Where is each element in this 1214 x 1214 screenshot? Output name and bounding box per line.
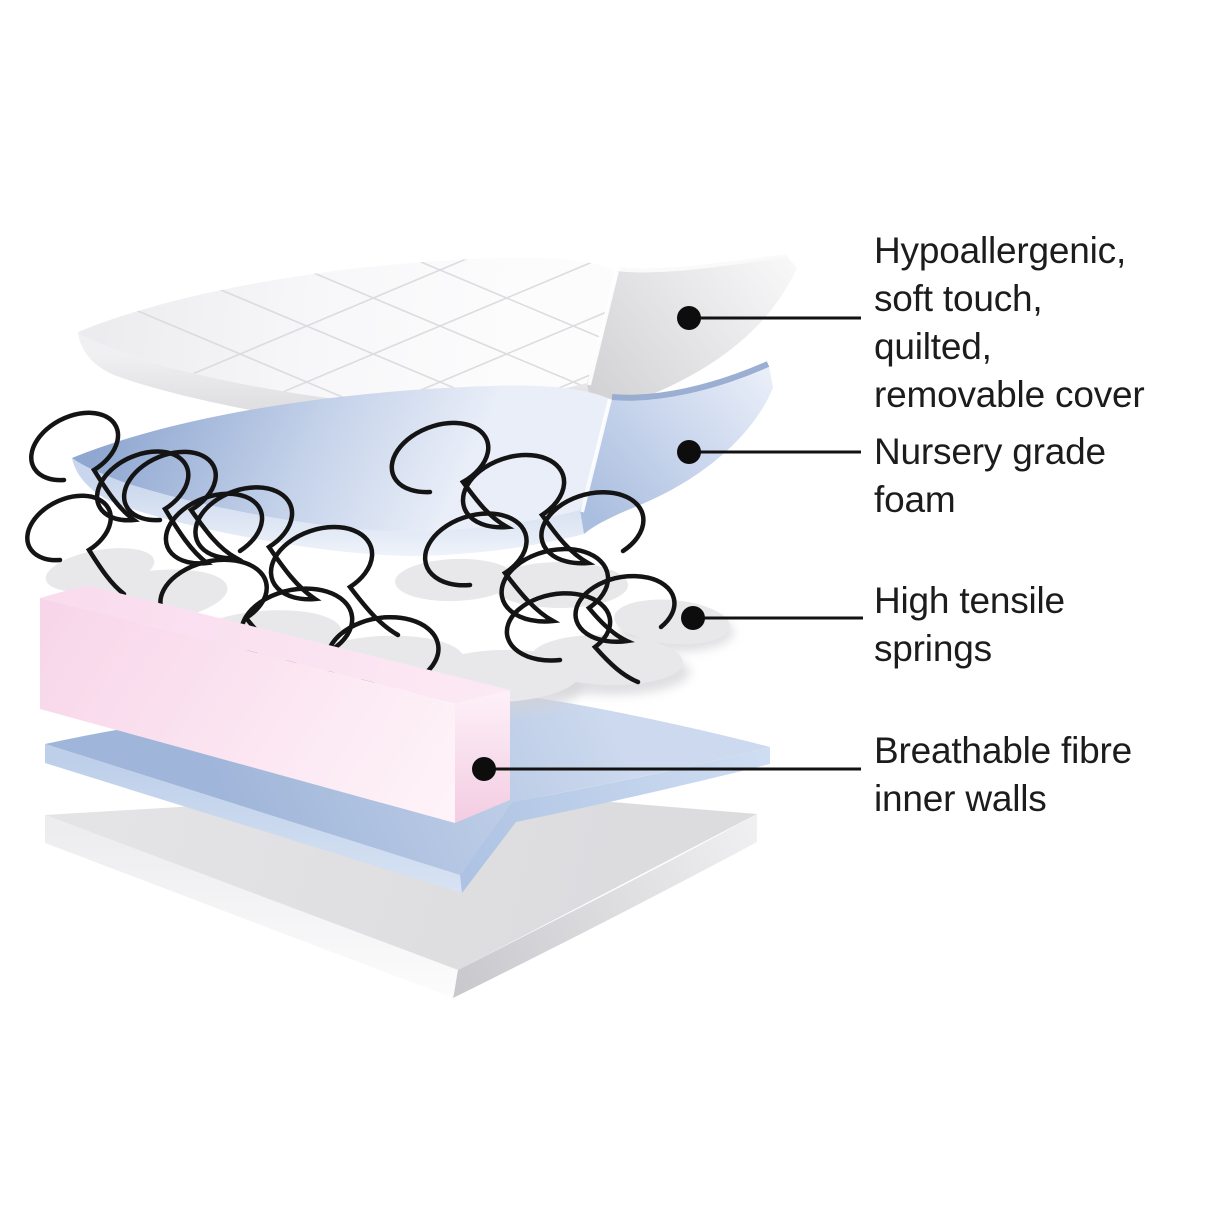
label-line: inner walls	[874, 778, 1047, 819]
label-breathable-inner-walls: Breathable fibre inner walls	[874, 727, 1214, 823]
spring-pad	[395, 558, 515, 602]
label-line: soft touch,	[874, 278, 1043, 319]
thin-base-layer-front-right-face	[460, 747, 770, 893]
label-line: High tensile	[874, 580, 1065, 621]
cover-curl-highlight	[587, 270, 619, 386]
cover-curl-face	[587, 255, 797, 408]
leader-dot-foam	[677, 440, 701, 464]
base-layer	[45, 790, 757, 998]
foam-curl-highlight	[580, 398, 612, 513]
label-line: springs	[874, 628, 992, 669]
leader-dot-cover	[677, 306, 701, 330]
foam-front-face	[72, 458, 584, 556]
label-line: Breathable fibre	[874, 730, 1133, 771]
leader-lines	[484, 316, 863, 771]
leader-dots	[472, 306, 705, 781]
base-layer-front-right-face	[453, 814, 757, 998]
leader-dot-walls	[472, 757, 496, 781]
foam-curl-top-rim	[611, 361, 770, 401]
cover-top-face	[78, 257, 617, 405]
quilted-cover-layer	[78, 254, 797, 429]
label-line: quilted,	[874, 326, 992, 367]
label-nursery-foam: Nursery grade foam	[874, 428, 1214, 524]
spring-coil	[25, 493, 127, 597]
spring-coil	[389, 420, 646, 566]
foam-curl-face	[580, 365, 773, 534]
spring-coil	[158, 557, 441, 693]
spring-coils	[25, 410, 677, 693]
label-line: Hypoallergenic,	[874, 230, 1127, 271]
inner-walls-block	[40, 585, 510, 823]
inner-walls-top-face	[40, 585, 510, 703]
base-layer-front-left-face	[45, 815, 458, 998]
cover-curl-top-rim	[619, 254, 787, 273]
label-line: Nursery grade	[874, 431, 1106, 472]
label-high-tensile-springs: High tensile springs	[874, 577, 1214, 673]
label-line: foam	[874, 479, 956, 520]
base-layer-top-face	[45, 790, 757, 970]
spring-coil	[29, 410, 265, 566]
label-quilted-cover: Hypoallergenic, soft touch, quilted, rem…	[874, 227, 1214, 419]
spring-coil	[504, 591, 641, 685]
leader-dot-springs	[681, 606, 705, 630]
spring-coil	[121, 449, 401, 638]
thin-base-layer-front-left-face	[45, 744, 462, 893]
inner-walls-right-face	[455, 690, 510, 823]
spring-coil	[422, 511, 677, 644]
label-line: removable cover	[874, 374, 1145, 415]
inner-walls-front-face	[40, 598, 455, 823]
